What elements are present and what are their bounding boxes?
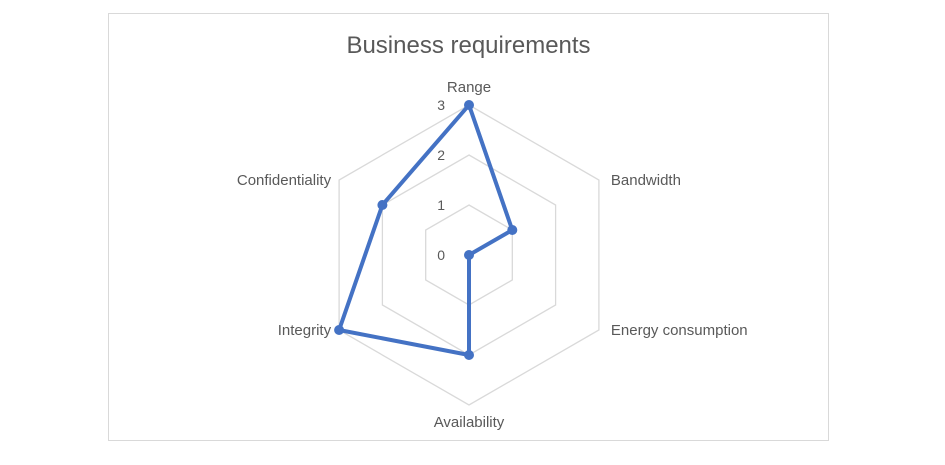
chart-area: Business requirements [108,13,829,441]
tick-label-3: 3 [437,97,445,113]
grid-ring-3 [338,104,600,406]
chart-title: Business requirements [346,32,591,59]
tick-label-2: 2 [437,147,445,163]
category-label-energy-consumption: Energy consumption [611,322,748,339]
category-label-integrity: Integrity [278,322,332,339]
data-point-energy-consumption [464,250,474,260]
tick-label-0: 0 [437,247,445,263]
data-point-range [464,100,474,110]
data-point-bandwidth [507,225,518,235]
tick-label-1: 1 [437,197,445,213]
category-label-confidentiality: Confidentiality [237,172,332,189]
data-point-confidentiality [377,200,388,210]
data-point-integrity [334,325,345,335]
category-label-availability: Availability [434,414,505,431]
category-label-range: Range [447,79,491,96]
category-label-bandwidth: Bandwidth [611,172,681,189]
data-point-availability [464,350,474,360]
